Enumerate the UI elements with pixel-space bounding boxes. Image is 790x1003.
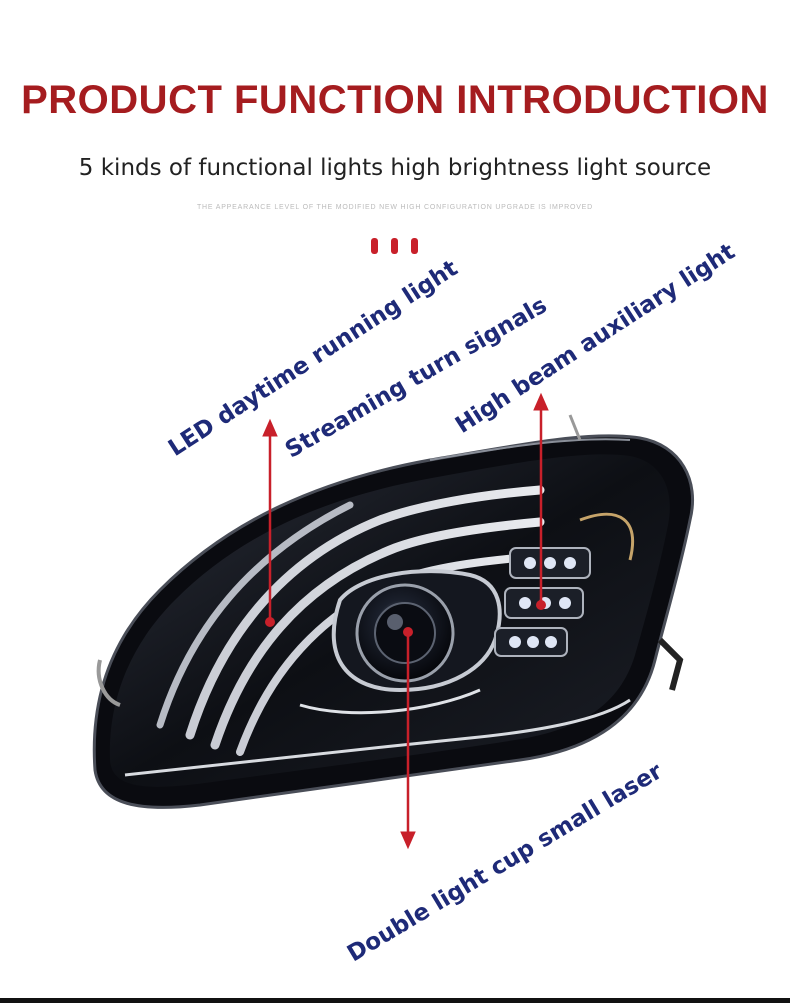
red-dot (411, 238, 418, 254)
page-title: PRODUCT FUNCTION INTRODUCTION (21, 78, 769, 122)
red-dot (391, 238, 398, 254)
callout-arrow-daytime (262, 418, 278, 627)
led-strip (156, 501, 354, 729)
bottom-divider (0, 998, 790, 1003)
red-dot (371, 238, 378, 254)
led-strip (210, 517, 545, 750)
led-strip (185, 485, 545, 740)
page-subtitle: 5 kinds of functional lights high bright… (78, 155, 712, 181)
callout-arrow-laser (400, 627, 416, 850)
decorative-dots (371, 238, 421, 254)
callout-arrow-highbeam (533, 392, 549, 610)
tagline: THE APPEARANCE LEVEL OF THE MODIFIED NEW… (196, 204, 593, 211)
